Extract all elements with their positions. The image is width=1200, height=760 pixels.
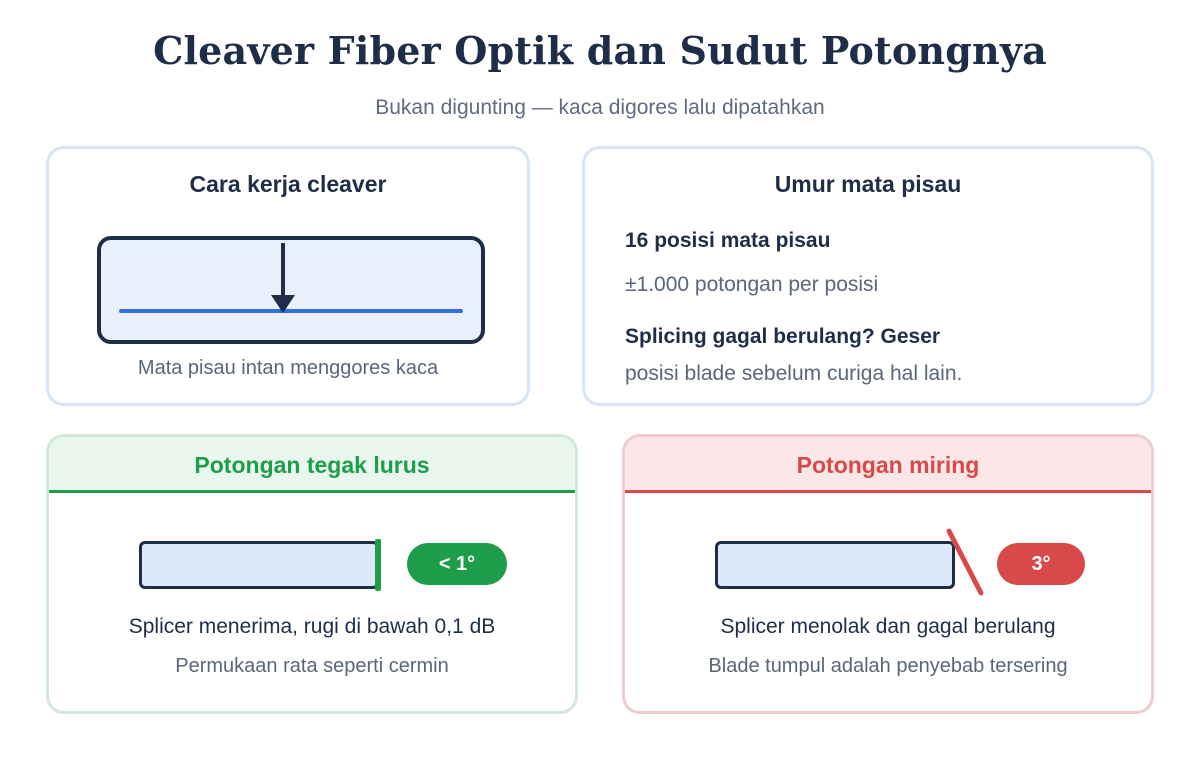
- angled-cut-title: Potongan miring: [625, 437, 1151, 493]
- tip-line-1: Splicing gagal berulang? Geser: [625, 325, 941, 348]
- how-it-works-caption: Mata pisau intan menggores kaca: [137, 357, 439, 379]
- straight-cut-note: Permukaan rata seperti cermin: [175, 655, 449, 677]
- angled-cut-result: Splicer menolak dan gagal berulang: [720, 615, 1056, 638]
- page-subtitle: Bukan digunting — kaca digores lalu dipa…: [375, 96, 825, 119]
- angled-cut-note: Blade tumpul adalah penyebab tersering: [708, 655, 1068, 677]
- straight-cut-title: Potongan tegak lurus: [49, 437, 575, 493]
- blade-life-card: Umur mata pisau 16 posisi mata pisau ±1.…: [582, 146, 1154, 406]
- page-title: Cleaver Fiber Optik dan Sudut Potongnya: [153, 28, 1047, 73]
- angled-angle-badge: 3°: [997, 543, 1085, 585]
- how-it-works-title: Cara kerja cleaver: [189, 171, 387, 197]
- straight-cut-face: [375, 539, 381, 591]
- angled-fiber-end: [715, 541, 955, 589]
- tip-line-2: posisi blade sebelum curiga hal lain.: [625, 362, 963, 385]
- angled-cut-card: Potongan miring 3° Splicer menolak dan g…: [622, 434, 1154, 714]
- straight-cut-result: Splicer menerima, rugi di bawah 0,1 dB: [128, 615, 496, 638]
- straight-angle-badge: < 1°: [407, 543, 507, 585]
- blade-positions-text: 16 posisi mata pisau: [625, 229, 831, 252]
- cleaver-illustration: [97, 236, 485, 344]
- blade-life-title: Umur mata pisau: [774, 171, 962, 197]
- straight-fiber-end: [139, 541, 379, 589]
- glass-fiber-box: [97, 236, 485, 344]
- blade-arrow-head: [271, 295, 295, 313]
- cuts-per-position-text: ±1.000 potongan per posisi: [625, 273, 879, 296]
- how-it-works-card: Cara kerja cleaver Mata pisau intan meng…: [46, 146, 530, 406]
- straight-cut-card: Potongan tegak lurus < 1° Splicer meneri…: [46, 434, 578, 714]
- angled-cut-face: [946, 528, 984, 596]
